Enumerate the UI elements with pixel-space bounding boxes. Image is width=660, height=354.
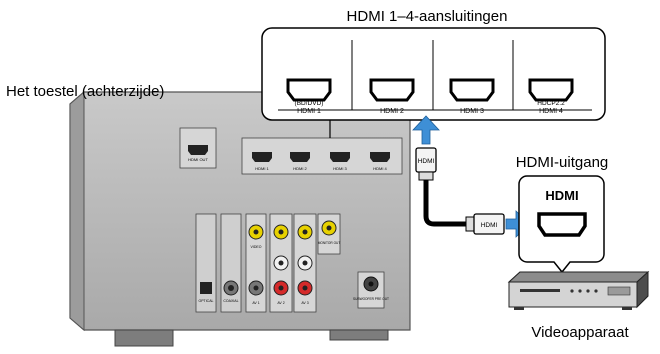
hdmi-output-port-icon: [537, 212, 587, 237]
receiver-foot: [329, 329, 389, 341]
horizontal-plug: [473, 213, 505, 235]
hdmi-inputs-callout: HDMI 1–4-aansluitingen: [347, 8, 508, 25]
hdmi-in-port-2: HDMI 2: [290, 152, 310, 171]
hdmi-port-icon: [449, 78, 495, 102]
up-arrow-icon: [412, 115, 440, 145]
device-rear-callout: Het toestel (achterzijde): [6, 83, 164, 100]
device-display: [607, 286, 631, 296]
hdmi-output-zoom-box: HDMI: [518, 175, 605, 274]
hdmi-port-icon: [528, 78, 574, 102]
av3-label: AV 3: [301, 301, 308, 305]
hdmi-in-port-4: HDMI 4: [370, 152, 390, 171]
av2-label: AV 2: [277, 301, 284, 305]
zoom-port-top-label-4: HDCP2.2: [537, 100, 565, 107]
hdmi-in-label-2: HDMI 2: [293, 166, 307, 171]
video-device: [507, 270, 650, 310]
zoom-hdmi-port-4: HDCP2.2 HDMI 4: [528, 78, 574, 115]
output-hdmi-label: HDMI: [545, 188, 578, 203]
zoom-hdmi-port-2: HDMI 2: [369, 78, 415, 115]
hdmi-out-label: HDMI OUT: [188, 157, 208, 162]
hdmi-out-port-icon: [188, 145, 208, 155]
hdmi-in-label-4: HDMI 4: [373, 166, 387, 171]
hdmi-port-icon: [286, 78, 332, 102]
receiver-foot: [114, 329, 174, 347]
zoom-port-top-label-1: (BD/DVD): [295, 100, 324, 107]
zoom-port-label-2: HDMI 2: [380, 108, 404, 115]
hdmi-cable: HDMI HDMI: [412, 115, 531, 238]
zoom-port-label-3: HDMI 3: [460, 108, 484, 115]
coaxial-slot: [220, 213, 242, 313]
subwoofer-label: SUBWOOFER PRE OUT: [353, 297, 389, 301]
zoom-port-label-1: HDMI 1: [297, 108, 321, 115]
coaxial-label: COAXIAL: [223, 299, 238, 303]
hdmi-output-callout: HDMI-uitgang: [516, 154, 609, 171]
optical-jack: [200, 282, 212, 294]
optical-label: OPTICAL: [199, 299, 214, 303]
monitor-out-label: MONITOR OUT: [318, 241, 341, 245]
optical-slot: [195, 213, 217, 313]
zoom-hdmi-port-3: HDMI 3: [449, 78, 495, 115]
vertical-plug-label: HDMI: [418, 158, 435, 165]
hdmi-in-port-1: HDMI 1: [252, 152, 272, 171]
cable-wire: [423, 180, 468, 227]
hdmi-in-label-1: HDMI 1: [255, 166, 269, 171]
horizontal-plug-label: HDMI: [481, 222, 498, 229]
video-device-callout: Videoapparaat: [531, 324, 629, 341]
zoom-hdmi-port-1: (BD/DVD) HDMI 1: [286, 78, 332, 115]
zoom-port-label-4: HDMI 4: [539, 108, 563, 115]
av1-label: AV 1: [252, 301, 259, 305]
video-label: VIDEO: [251, 245, 262, 249]
receiver-rear-panel: HDMI OUT HDMI 1 HDMI 2 HDMI 3 HDMI 4 OPT…: [69, 90, 411, 347]
hdmi-in-port-3: HDMI 3: [330, 152, 350, 171]
disc-slot: [520, 289, 560, 292]
hdmi-in-label-3: HDMI 3: [333, 166, 347, 171]
hdmi-port-icon: [369, 78, 415, 102]
hdmi-inputs-zoom-box: (BD/DVD) HDMI 1 HDMI 2 HDMI 3 HDCP2.2 HD…: [261, 27, 606, 121]
